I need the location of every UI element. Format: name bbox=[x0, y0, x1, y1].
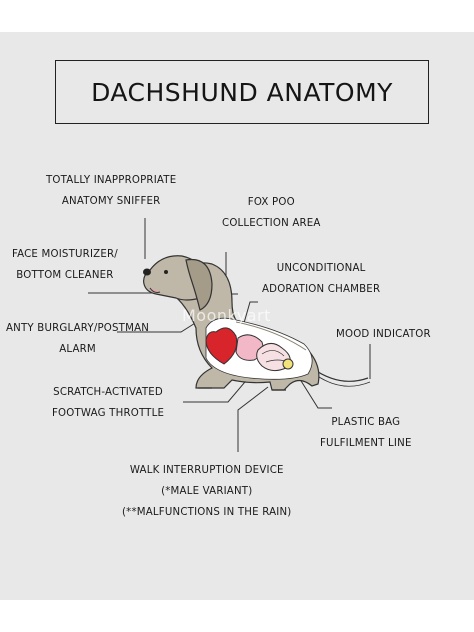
label-adoration: UNCONDITIONAL ADORATION CHAMBER bbox=[262, 263, 381, 295]
poster: DACHSHUND ANATOMY bbox=[0, 32, 474, 600]
label-walk: WALK INTERRUPTION DEVICE (*MALE VARIANT)… bbox=[122, 465, 292, 518]
label-face: FACE MOISTURIZER/ BOTTOM CLEANER bbox=[12, 249, 118, 281]
label-mood: MOOD INDICATOR bbox=[336, 329, 431, 340]
watermark: Moonkyart bbox=[182, 306, 271, 325]
bladder bbox=[282, 358, 294, 370]
dog-ear bbox=[185, 258, 213, 311]
dog-nose bbox=[143, 268, 151, 276]
dog-tail bbox=[311, 367, 369, 382]
dog-eye bbox=[164, 270, 168, 274]
title-box: DACHSHUND ANATOMY bbox=[55, 60, 429, 124]
label-throttle: SCRATCH-ACTIVATED FOOTWAG THROTTLE bbox=[52, 387, 165, 419]
dog-paws bbox=[198, 387, 286, 391]
walk-line bbox=[237, 386, 269, 452]
label-bag: PLASTIC BAG FULFILMENT LINE bbox=[320, 417, 412, 449]
spine bbox=[235, 321, 307, 351]
label-burglary: ANTY BURGLARY/POSTMAN ALARM bbox=[6, 323, 150, 355]
page-title: DACHSHUND ANATOMY bbox=[91, 77, 393, 107]
heart bbox=[205, 327, 238, 365]
dachshund-illustration bbox=[88, 218, 371, 452]
label-sniffer: TOTALLY INAPPROPRIATE ANATOMY SNIFFER bbox=[46, 175, 177, 207]
dog-mouth bbox=[149, 287, 161, 293]
bag-line bbox=[297, 375, 332, 409]
label-poo: FOX POO COLLECTION AREA bbox=[222, 197, 321, 229]
throttle-line bbox=[183, 375, 251, 403]
